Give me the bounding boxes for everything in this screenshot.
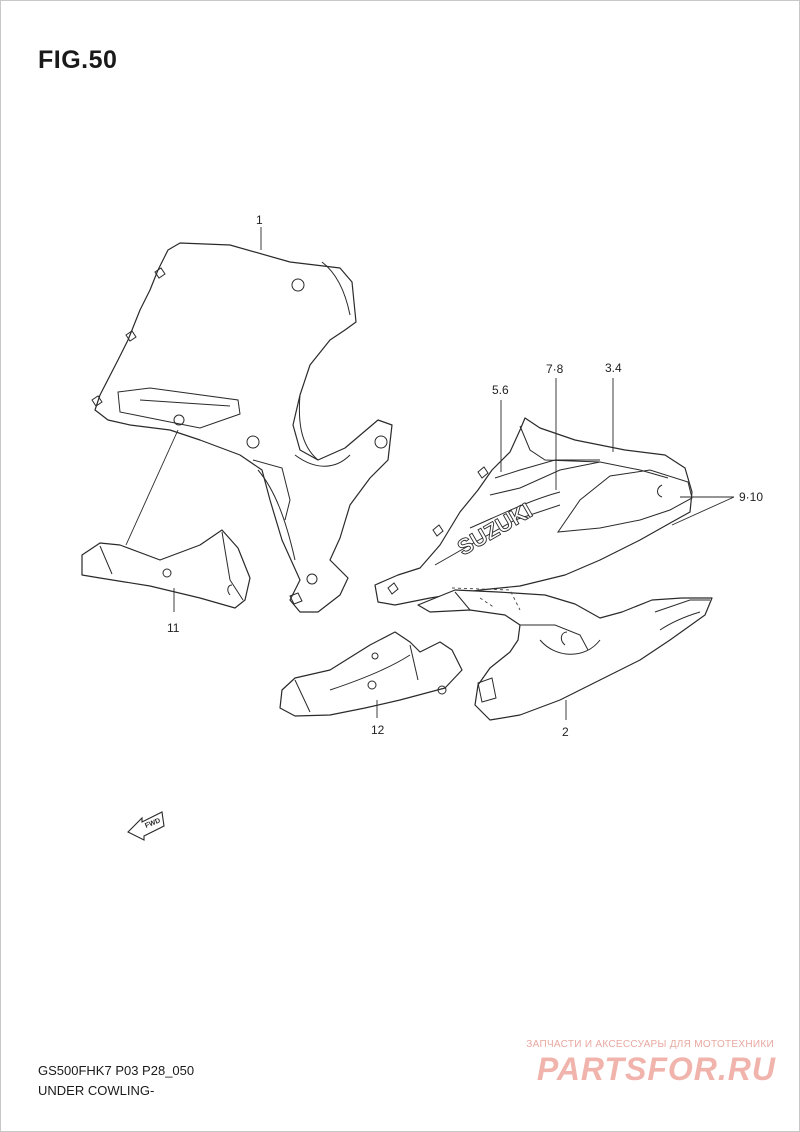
callout-7-8: 7·8 <box>546 362 564 376</box>
callout-1: 1 <box>256 213 263 227</box>
part-1-inner-cowling[interactable] <box>91 242 393 613</box>
watermark-tagline: ЗАПЧАСТИ И АКСЕССУАРЫ ДЛЯ МОТОТЕХНИКИ <box>526 1039 774 1050</box>
part-11-bracket[interactable] <box>81 529 251 609</box>
fwd-arrow-icon: FWD <box>127 811 165 841</box>
part-12-bracket[interactable] <box>279 631 463 717</box>
figure-title: FIG.50 <box>38 46 118 74</box>
part-3-4-side-fairing[interactable]: SUZUKI <box>374 417 693 606</box>
callout-3-4: 3.4 <box>605 361 622 375</box>
callout-9-10: 9·10 <box>739 490 763 504</box>
part-2-under-cowling[interactable] <box>417 587 713 721</box>
callout-12: 12 <box>371 723 385 737</box>
callout-11: 11 <box>167 621 180 635</box>
callout-5-6: 5.6 <box>492 383 509 397</box>
footer-code: GS500FHK7 P03 P28_050 <box>38 1063 195 1078</box>
leader-lines <box>125 227 735 720</box>
footer-title: UNDER COWLING- <box>38 1083 155 1098</box>
watermark-logo: PARTSFOR.RU <box>536 1051 776 1087</box>
callout-2: 2 <box>562 725 569 739</box>
